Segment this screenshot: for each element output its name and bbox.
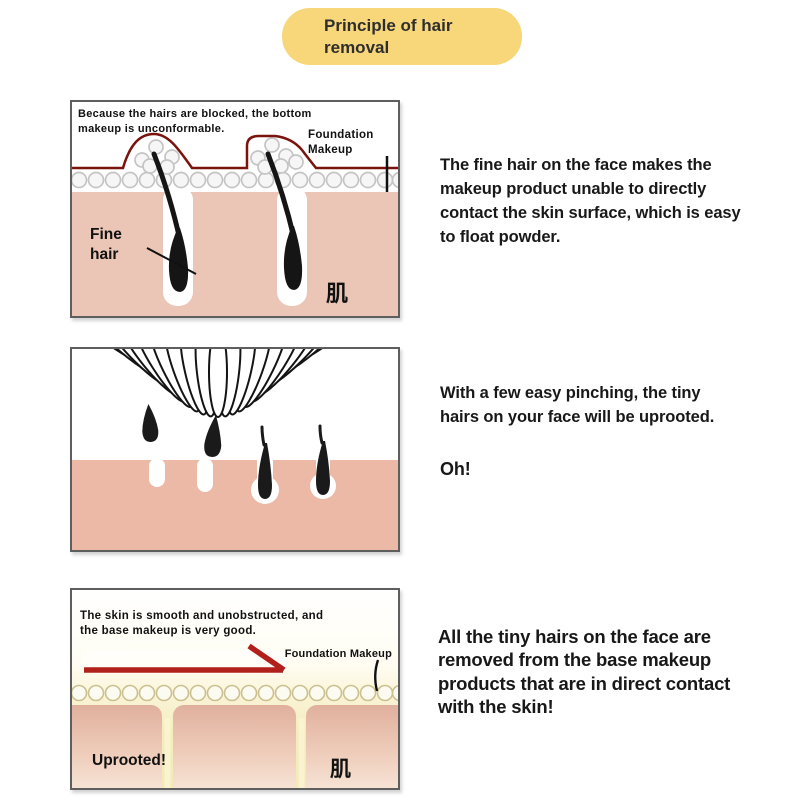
powder-particles	[70, 684, 400, 702]
uprooted-label: Uprooted!	[92, 752, 166, 769]
fine-hair-label-line2: hair	[90, 246, 118, 263]
foundation-label-line1: Foundation	[308, 129, 374, 141]
smooth-skin-illustration: The skin is smooth and unobstructed, and…	[70, 588, 400, 790]
smooth-glide-arrow	[84, 643, 286, 673]
fine-hairs	[151, 151, 303, 292]
panel1-caption-line2: makeup is unconformable.	[78, 123, 225, 135]
panel1-caption-line1: Because the hairs are blocked, the botto…	[78, 108, 312, 120]
foundation-pointer-curve	[374, 659, 380, 692]
remaining-hairs	[258, 424, 330, 499]
panel3-caption-line2: the base makeup is very good.	[80, 625, 256, 637]
diagram-pinching-removal	[70, 347, 400, 552]
powder-particles	[70, 137, 400, 189]
oh-exclamation: Oh!	[440, 459, 471, 479]
page-title: Principle of hair removal	[324, 16, 453, 57]
description-direct-contact: All the tiny hairs on the face are remov…	[438, 626, 731, 717]
blocked-makeup-illustration: Because the hairs are blocked, the botto…	[70, 100, 400, 318]
fine-hair-label-line1: Fine	[90, 226, 122, 243]
plucked-hairs	[142, 404, 222, 457]
fine-hair-pointer	[146, 247, 197, 275]
diagram-blocked-makeup: Because the hairs are blocked, the botto…	[70, 100, 400, 318]
foundation-label-line2: Makeup	[308, 144, 353, 156]
panel3-caption-line1: The skin is smooth and unobstructed, and	[80, 610, 323, 622]
title-badge: Principle of hair removal	[282, 8, 522, 65]
skin-layer	[70, 458, 400, 552]
description-pinching: With a few easy pinching, the tiny hairs…	[440, 384, 715, 427]
skin-layer	[70, 186, 400, 318]
makeup-film-line	[70, 132, 400, 170]
pinching-illustration	[70, 347, 400, 552]
diagram-smooth-skin: The skin is smooth and unobstructed, and…	[70, 588, 400, 790]
smooth-skin-blocks	[70, 705, 400, 790]
foundation-makeup-label: Foundation Makeup	[285, 648, 392, 660]
skin-character: 肌	[326, 282, 348, 307]
skin-character: 肌	[330, 757, 351, 781]
description-float-powder: The fine hair on the face makes the make…	[440, 156, 741, 247]
